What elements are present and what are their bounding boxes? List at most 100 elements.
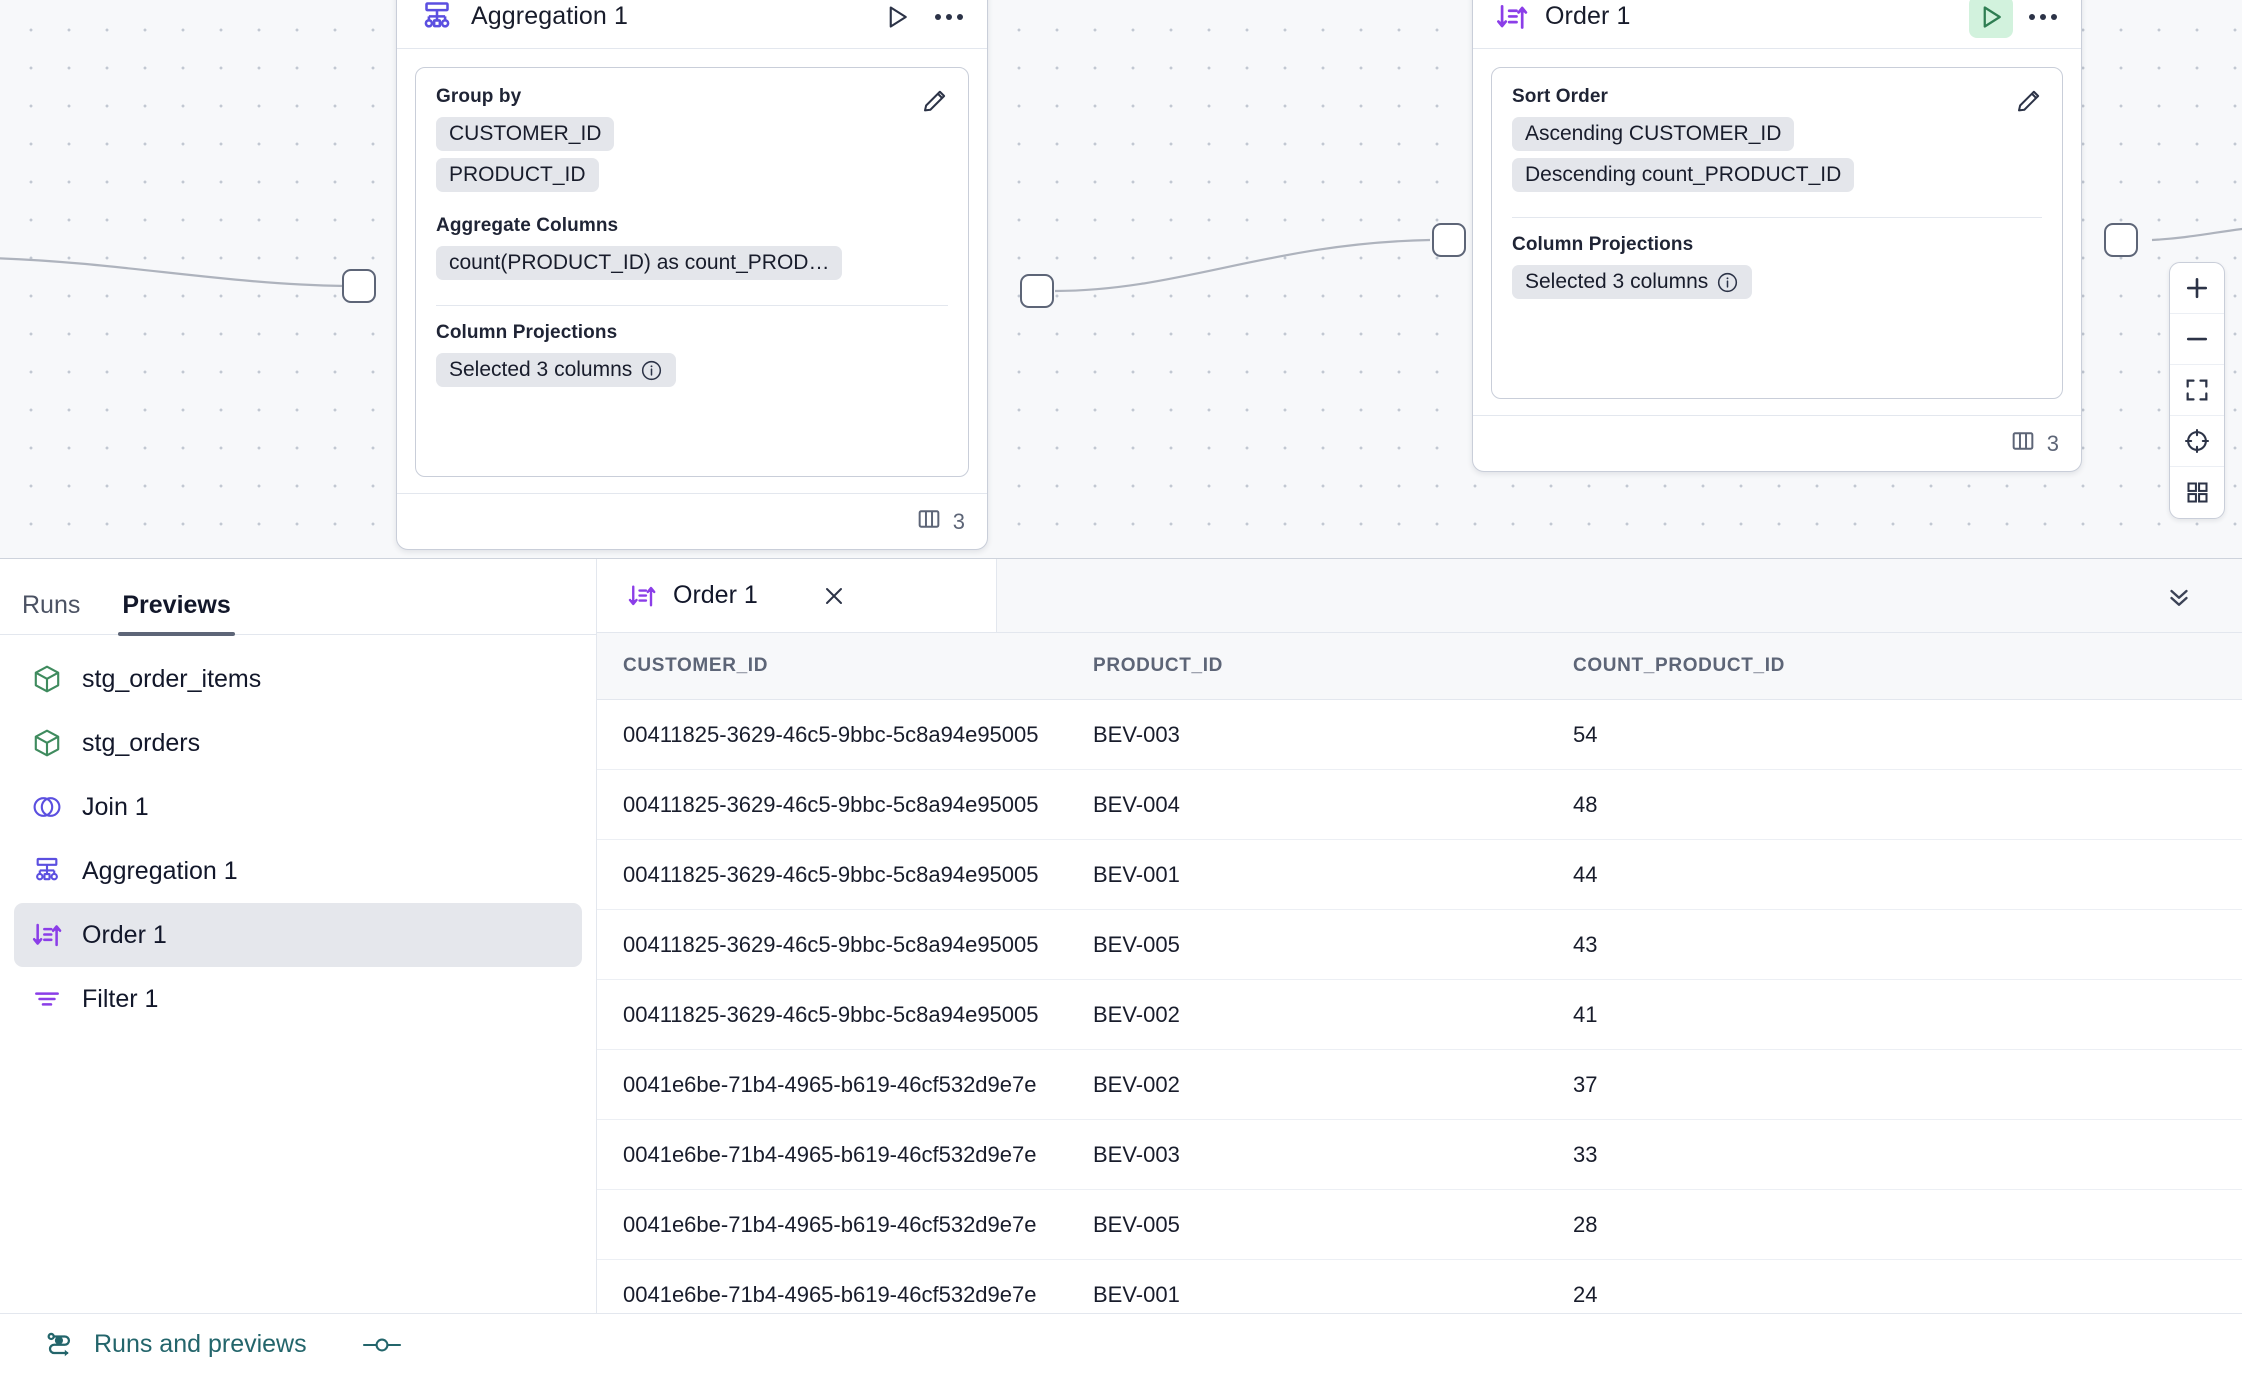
column-header-count-product-id[interactable]: COUNT_PRODUCT_ID: [1547, 633, 2242, 701]
runs-and-previews-label: Runs and previews: [94, 1330, 307, 1358]
node-footer: 3: [1473, 415, 2081, 471]
run-node-button[interactable]: [1969, 0, 2013, 38]
input-handle-aggregation[interactable]: [342, 269, 376, 303]
section-divider: [436, 305, 948, 306]
slider-handle-icon[interactable]: [359, 1333, 405, 1357]
aggregation-icon: [419, 0, 455, 35]
column-header-customer-id[interactable]: CUSTOMER_ID: [597, 633, 1067, 701]
section-label-column-projections: Column Projections: [1512, 234, 1694, 255]
node-header[interactable]: Aggregation 1: [397, 0, 987, 49]
cell-customer-id: 0041e6be-71b4-4965-b619-46cf532d9e7e: [597, 1049, 1067, 1121]
table-header: CUSTOMER_ID PRODUCT_ID COUNT_PRODUCT_ID: [597, 633, 2242, 701]
sidebar-item-stg-order-items[interactable]: stg_order_items: [14, 647, 582, 711]
zoom-toolbar[interactable]: [2169, 262, 2225, 519]
fit-screen-icon[interactable]: [2170, 365, 2224, 416]
node-aggregation-1[interactable]: Aggregation 1 Group by: [396, 0, 988, 550]
close-icon[interactable]: [820, 582, 848, 610]
column-header-product-id[interactable]: PRODUCT_ID: [1067, 633, 1547, 701]
runs-and-previews-button[interactable]: Runs and previews: [44, 1329, 307, 1361]
cell-count-product-id: 41: [1547, 979, 2242, 1051]
cell-customer-id: 0041e6be-71b4-4965-b619-46cf532d9e7e: [597, 1189, 1067, 1261]
flow-canvas[interactable]: Aggregation 1 Group by: [0, 0, 2242, 558]
preview-nav-list: stg_order_items stg_orders: [0, 635, 596, 1031]
chip[interactable]: Selected 3 columns: [1512, 265, 1753, 299]
chip-list-group-by: CUSTOMER_ID: [436, 117, 948, 158]
chip[interactable]: Ascending CUSTOMER_ID: [1512, 117, 1795, 151]
chip[interactable]: Descending count_PRODUCT_ID: [1512, 158, 1855, 192]
sidebar-item-order-1[interactable]: Order 1: [14, 903, 582, 967]
section-divider: [1512, 217, 2042, 218]
cell-product-id: BEV-001: [1067, 839, 1547, 911]
chip[interactable]: PRODUCT_ID: [436, 158, 599, 192]
bottom-panel: Runs Previews stg_order_items: [0, 558, 2242, 1313]
node-options-button[interactable]: [2023, 0, 2063, 34]
cell-count-product-id: 33: [1547, 1119, 2242, 1191]
crosshair-icon[interactable]: [2170, 416, 2224, 467]
cube-icon: [30, 727, 64, 759]
cell-count-product-id: 43: [1547, 909, 2242, 981]
node-options-button[interactable]: [929, 0, 969, 34]
zoom-out-button[interactable]: [2170, 314, 2224, 365]
node-title: Order 1: [1545, 2, 1631, 30]
panel-tabs: Runs Previews: [0, 559, 596, 636]
node-parameters-card: Sort Order Ascending CUSTOMER_ID Descend…: [1491, 67, 2063, 399]
run-node-button[interactable]: [875, 0, 919, 38]
chip[interactable]: count(PRODUCT_ID) as count_PROD…: [436, 246, 843, 280]
node-order-1[interactable]: Order 1 Sort Order: [1472, 0, 2082, 472]
input-handle-order[interactable]: [1432, 223, 1466, 257]
previews-left-pane: Runs Previews stg_order_items: [0, 559, 597, 1313]
node-body: Group by CUSTOMER_ID PRODUCT_ID Aggregat…: [397, 49, 987, 493]
output-handle-order[interactable]: [2104, 223, 2138, 257]
chip-list-column-projections: Selected 3 columns: [1512, 265, 2042, 306]
sidebar-item-filter-1[interactable]: Filter 1: [14, 967, 582, 1031]
chip[interactable]: Selected 3 columns: [436, 353, 677, 387]
double-chevron-down-icon[interactable]: [2164, 559, 2194, 632]
cell-customer-id: 00411825-3629-46c5-9bbc-5c8a94e95005: [597, 979, 1067, 1051]
preview-table-wrapper[interactable]: CUSTOMER_ID PRODUCT_ID COUNT_PRODUCT_ID …: [597, 633, 2242, 1313]
tab-previews[interactable]: Previews: [118, 591, 236, 636]
grid-icon[interactable]: [2170, 467, 2224, 518]
table-header-row: CUSTOMER_ID PRODUCT_ID COUNT_PRODUCT_ID: [597, 633, 2242, 701]
sidebar-item-label: Filter 1: [82, 984, 159, 1013]
preview-tabbar: Order 1: [597, 559, 2242, 634]
output-handle-aggregation[interactable]: [1020, 274, 1054, 308]
sort-icon: [30, 919, 64, 951]
section-label-aggregate-columns: Aggregate Columns: [436, 215, 619, 236]
sort-icon: [1495, 0, 1529, 34]
info-icon[interactable]: [640, 359, 663, 382]
zoom-in-button[interactable]: [2170, 263, 2224, 314]
cell-customer-id: 0041e6be-71b4-4965-b619-46cf532d9e7e: [597, 1259, 1067, 1313]
sidebar-item-join-1[interactable]: Join 1: [14, 775, 582, 839]
sidebar-item-stg-orders[interactable]: stg_orders: [14, 711, 582, 775]
preview-tab-order-1[interactable]: Order 1: [597, 559, 997, 633]
node-title: Aggregation 1: [471, 2, 628, 30]
cell-product-id: BEV-005: [1067, 1189, 1547, 1261]
node-header[interactable]: Order 1: [1473, 0, 2081, 49]
cell-count-product-id: 24: [1547, 1259, 2242, 1313]
sidebar-item-label: Join 1: [82, 792, 149, 821]
chip[interactable]: CUSTOMER_ID: [436, 117, 615, 151]
edit-pencil-icon[interactable]: [2014, 86, 2044, 121]
section-label-sort-order: Sort Order: [1512, 86, 1609, 107]
chip-list-sort-order: Ascending CUSTOMER_ID: [1512, 117, 2042, 158]
cell-customer-id: 00411825-3629-46c5-9bbc-5c8a94e95005: [597, 699, 1067, 771]
cell-product-id: BEV-002: [1067, 979, 1547, 1051]
edit-pencil-icon[interactable]: [920, 86, 950, 121]
preview-table: CUSTOMER_ID PRODUCT_ID COUNT_PRODUCT_ID …: [597, 633, 2242, 1313]
runs-previews-icon: [44, 1329, 76, 1361]
info-icon[interactable]: [1716, 271, 1739, 294]
cell-product-id: BEV-004: [1067, 769, 1547, 841]
sidebar-item-label: stg_orders: [82, 728, 201, 757]
tab-runs[interactable]: Runs: [22, 591, 81, 619]
sidebar-item-aggregation-1[interactable]: Aggregation 1: [14, 839, 582, 903]
